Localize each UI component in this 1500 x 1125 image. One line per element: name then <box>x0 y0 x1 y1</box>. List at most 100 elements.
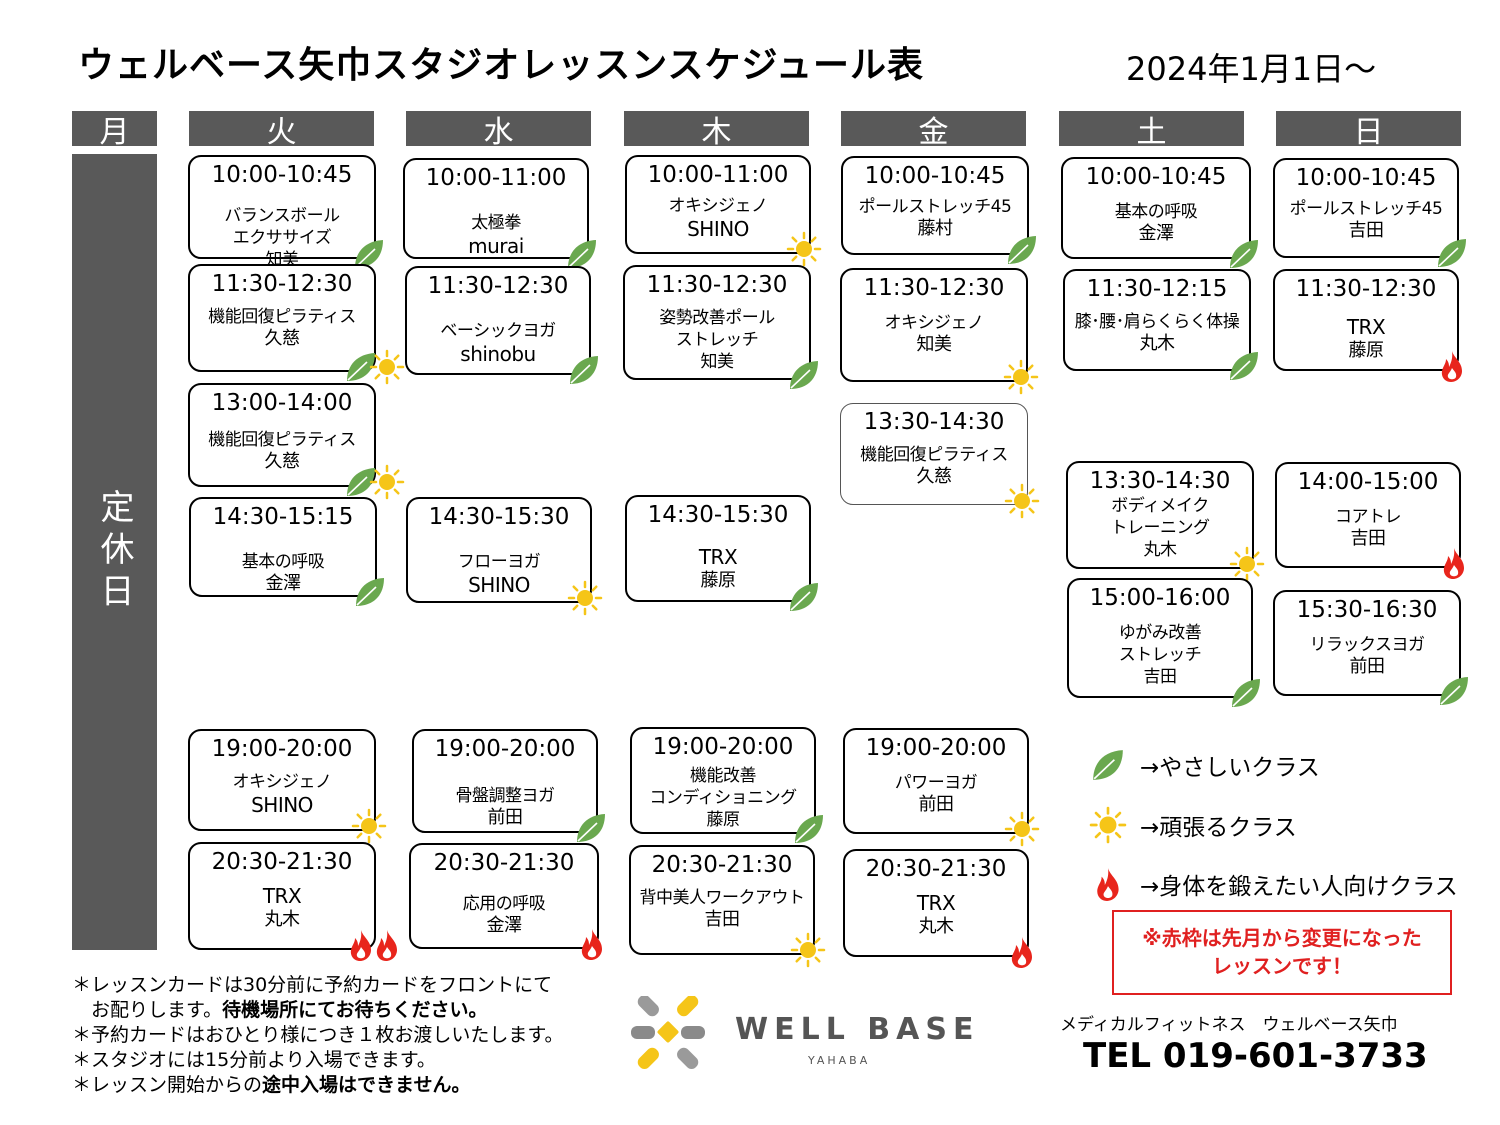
note-line: ＊予約カードはおひとり様につき１枚お渡しいたします。 <box>72 1024 564 1046</box>
leaf-icon <box>1229 676 1263 710</box>
page-title: ウェルベース矢巾スタジオレッスンスケジュール表 <box>78 45 924 86</box>
lesson-name: TRX <box>698 545 738 569</box>
lesson-name: 機能回復ピラティス <box>208 307 356 327</box>
sun-icon <box>1004 483 1040 519</box>
lesson-time: 15:30-16:30 <box>1296 597 1438 623</box>
lesson-name: TRX <box>262 884 302 908</box>
leaf-icon <box>1227 349 1261 383</box>
lesson-time: 13:30-14:30 <box>1089 468 1231 494</box>
legend-item-gentle: →やさしいクラス <box>1090 747 1320 783</box>
lesson-time: 11:30-12:30 <box>863 275 1005 301</box>
instructor-name: 藤原 <box>1348 340 1385 361</box>
lesson-name: TRX <box>1346 315 1386 339</box>
fire-icon <box>575 927 609 961</box>
fire-icon <box>370 928 404 962</box>
day-header-fri: 金 <box>841 111 1026 150</box>
day-header-mon: 月 <box>72 111 157 150</box>
effective-date: 2024年1月1日～ <box>1126 50 1377 88</box>
fire-icon <box>344 928 378 962</box>
instructor-name: 丸木 <box>918 916 955 937</box>
instructor-name: murai <box>468 234 524 258</box>
lesson-name: 膝･腰･肩らくらく体操 <box>1074 312 1240 332</box>
leaf-icon <box>574 811 608 845</box>
lesson-name: ポールストレッチ45 <box>1289 199 1443 219</box>
instructor-name: 丸木 <box>264 909 301 930</box>
legend-label: →頑張るクラス <box>1140 815 1297 841</box>
lesson-name: 機能回復ピラティス <box>208 430 356 450</box>
leaf-icon <box>1090 747 1126 783</box>
day-header-sun: 日 <box>1276 111 1461 150</box>
lesson-time: 19:00-20:00 <box>434 736 576 762</box>
day-header-wed: 水 <box>406 111 591 150</box>
instructor-name: 吉田 <box>704 909 741 930</box>
lesson-name: 基本の呼吸 <box>241 552 325 572</box>
lesson-time: 10:00-10:45 <box>864 163 1006 189</box>
legend-label: →身体を鍛えたい人向けクラス <box>1140 874 1458 900</box>
lesson-time: 20:30-21:30 <box>433 850 575 876</box>
lesson-name: オキシジェノ <box>232 772 333 792</box>
leaf-icon <box>344 350 378 384</box>
instructor-name: 藤原 <box>706 810 741 830</box>
note-line: お配りします。待機場所にてお待ちください。 <box>72 999 488 1021</box>
instructor-name: 吉田 <box>1350 528 1387 549</box>
fire-icon <box>1435 349 1469 383</box>
lesson-time: 10:00-11:00 <box>425 165 567 191</box>
lesson-time: 14:30-15:15 <box>212 504 354 530</box>
day-header-thu: 木 <box>624 111 809 150</box>
note-line: ＊スタジオには15分前より入場できます。 <box>72 1049 436 1071</box>
lesson-name: バランスボール <box>224 206 340 226</box>
lesson-time: 11:30-12:30 <box>646 272 788 298</box>
wellbase-logo-icon <box>628 996 708 1072</box>
lesson-time: 10:00-10:45 <box>1295 165 1437 191</box>
leaf-icon <box>792 812 826 846</box>
leaf-icon <box>1435 236 1469 270</box>
legend-label: →やさしいクラス <box>1140 755 1320 781</box>
sun-icon <box>369 349 405 385</box>
notice-line: レッスンです！ <box>1212 954 1352 978</box>
note-line: ＊レッスン開始からの途中入場はできません。 <box>72 1074 471 1096</box>
sun-icon <box>369 464 405 500</box>
instructor-name: 丸木 <box>1139 333 1176 354</box>
lesson-time: 15:00-16:00 <box>1089 585 1231 611</box>
instructor-name: 久慈 <box>264 328 301 349</box>
lesson-time: 14:30-15:30 <box>647 502 789 528</box>
club-name: メディカルフィットネス ウェルベース矢巾 <box>1060 1015 1398 1035</box>
lesson-time: 10:00-10:45 <box>211 162 353 188</box>
logo-text: WELL BASE <box>735 1012 980 1047</box>
notice-line: ※赤枠は先月から変更になった <box>1142 926 1422 950</box>
instructor-name: SHINO <box>687 217 749 241</box>
lesson-name: 機能回復ピラティス <box>860 445 1008 465</box>
lesson-name: 骨盤調整ヨガ <box>455 786 556 806</box>
day-header-tue: 火 <box>189 111 374 150</box>
sun-icon <box>1089 806 1127 844</box>
instructor-name: 金澤 <box>1138 223 1175 244</box>
instructor-name: SHINO <box>251 793 313 817</box>
sun-icon <box>351 808 387 844</box>
logo-subtext: YAHABA <box>808 1054 871 1067</box>
telephone: TEL 019-601-3733 <box>1083 1036 1428 1076</box>
instructor-name: SHINO <box>468 573 530 597</box>
lesson-time: 19:00-20:00 <box>865 735 1007 761</box>
instructor-name: 金澤 <box>486 915 523 936</box>
instructor-name: 知美 <box>700 352 735 372</box>
instructor-name: 吉田 <box>1143 667 1178 687</box>
monday-closed-bar: 定休日 <box>72 154 157 950</box>
lesson-name: TRX <box>916 891 956 915</box>
